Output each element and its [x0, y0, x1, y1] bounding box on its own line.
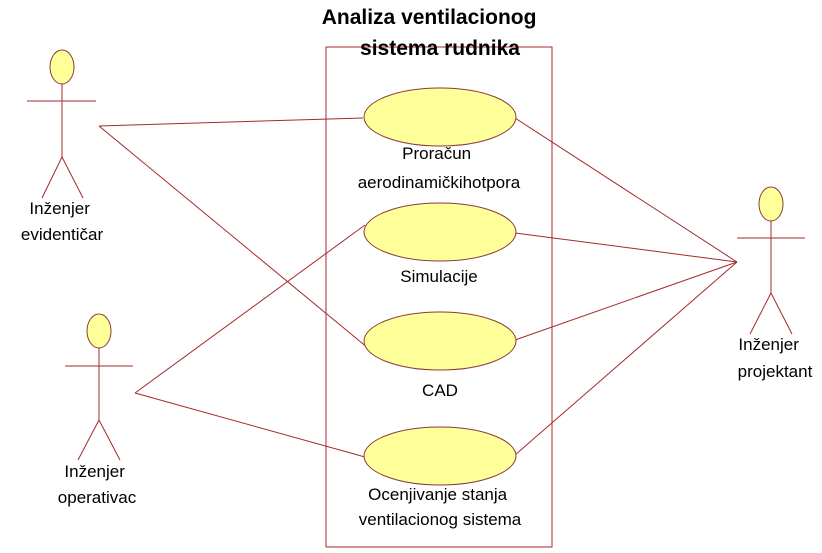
use-case-ellipse: [363, 426, 517, 486]
use-case-label: CAD: [422, 381, 458, 400]
actor-label-line: Inženjer: [738, 335, 799, 354]
svg-text:Proračun aerodinamičkiho: Proračun aerodinamičkihotpora: [358, 144, 521, 192]
associations: [98, 117, 738, 458]
actor-leg-left: [77, 419, 100, 461]
actor-leg-left: [749, 292, 772, 335]
actor-label-line: Inženjer: [64, 462, 125, 481]
association-projektant-simulacije: [514, 232, 738, 263]
use-case-label: Proračun: [402, 144, 471, 163]
association-evidenticar-proracun: [98, 117, 364, 127]
use-case-cad[interactable]: CAD: [363, 311, 517, 400]
actor-head: [86, 313, 112, 349]
svg-text:CAD: CAD: [422, 381, 458, 400]
actor-operativac[interactable]: [65, 313, 133, 461]
actor-label-line: evidentičar: [21, 225, 104, 244]
use-case-label: Ocenjivanje stanja: [368, 485, 507, 504]
actor-label-line: projektant: [738, 362, 813, 381]
use-case-simulacije[interactable]: Simulacije: [363, 202, 517, 286]
use-case-ellipse: [363, 311, 517, 371]
use-case-label: ventilacionog sistema: [359, 510, 522, 529]
svg-text:Simulacije: Simulacije: [400, 267, 477, 286]
system-title-line-1: Analiza ventilacionog: [322, 6, 537, 29]
association-projektant-ocenjivanje: [514, 261, 738, 456]
association-projektant-cad: [514, 261, 738, 341]
actor-head: [49, 49, 75, 85]
association-evidenticar-cad: [98, 125, 369, 349]
association-projektant-proracun: [514, 117, 738, 263]
association-operativac-simulacije: [134, 224, 366, 394]
system-boundary: [325, 46, 553, 548]
actor-label-operativac: Inženjer operativac: [58, 462, 137, 507]
actor-label-line: Inženjer: [29, 199, 90, 218]
use-case-label: Simulacije: [400, 267, 477, 286]
actor-label-evidenticar: Inženjer evidentičar: [21, 199, 104, 244]
actor-head: [758, 186, 784, 222]
use-case-proracun[interactable]: Proračun aerodinamičkihotpora: [358, 87, 521, 192]
actor-leg-right: [98, 419, 121, 461]
use-case-ocenjivanje[interactable]: Ocenjivanje stanja ventilacionog sistema: [359, 426, 522, 529]
actor-leg-right: [770, 292, 793, 335]
system-title-line-2: sistema rudnika: [360, 37, 520, 60]
use-case-ellipse: [363, 202, 517, 262]
association-operativac-ocenjivanje: [134, 392, 366, 458]
actor-leg-right: [61, 156, 84, 199]
actor-label-projektant: Inženjer projektant: [738, 335, 813, 381]
actor-evidenticar[interactable]: [27, 49, 96, 199]
use-case-ellipse: [363, 87, 517, 147]
actor-projektant[interactable]: [737, 186, 805, 335]
actor-label-line: operativac: [58, 488, 137, 507]
system-title: Analiza ventilacionog sistema rudnika: [322, 6, 543, 60]
use-case-label: aerodinamičkihotpora: [358, 173, 521, 192]
svg-text:Ocenjivanje stanja venti: Ocenjivanje stanja ventilacionog sistema: [359, 485, 522, 529]
actor-leg-left: [41, 156, 63, 199]
